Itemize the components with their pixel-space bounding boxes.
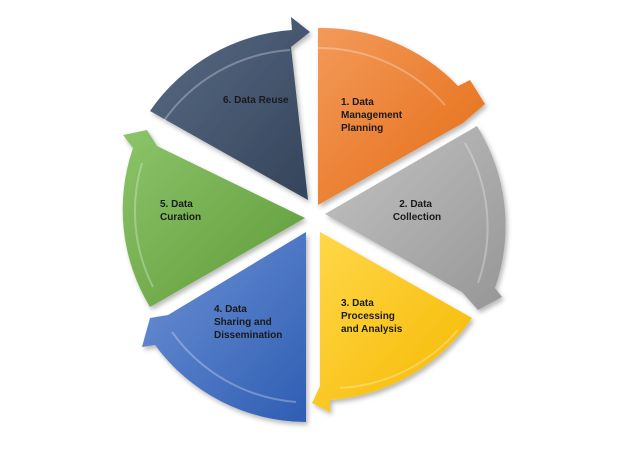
stage-6-line-1: 6. Data Reuse bbox=[223, 95, 289, 106]
stage-2-line-1: 2. Data bbox=[399, 199, 432, 210]
stage-1-line-3: Planning bbox=[341, 123, 383, 134]
stage-1-line-2: Management bbox=[341, 110, 403, 121]
stage-1-line-1: 1. Data bbox=[341, 97, 374, 108]
stage-5-segment: 5. Data Curation bbox=[122, 130, 305, 307]
stage-4-label: 4. Data Sharing and Dissemination bbox=[214, 304, 282, 341]
stage-3-line-1: 3. Data bbox=[341, 298, 374, 309]
stage-3-segment: 3. Data Processing and Analysis bbox=[312, 232, 472, 412]
stage-2-segment: 2. Data Collection bbox=[325, 126, 506, 310]
stage-3-line-2: Processing bbox=[341, 311, 395, 322]
stage-5-label: 5. Data Curation bbox=[160, 199, 201, 223]
stage-1-segment: 1. Data Management Planning bbox=[317, 27, 485, 205]
stage-4-line-2: Sharing and bbox=[214, 317, 272, 328]
stage-3-label: 3. Data Processing and Analysis bbox=[341, 298, 403, 335]
stage-6-label: 6. Data Reuse bbox=[223, 95, 289, 106]
stage-4-line-3: Dissemination bbox=[214, 330, 282, 341]
stage-6-segment: 6. Data Reuse bbox=[150, 17, 310, 200]
stage-2-line-2: Collection bbox=[393, 212, 441, 223]
stage-4-segment: 4. Data Sharing and Dissemination bbox=[142, 232, 306, 422]
stage-1-label: 1. Data Management Planning bbox=[341, 97, 405, 134]
stage-2-label: 2. Data Collection bbox=[393, 199, 441, 223]
stage-5-line-1: 5. Data bbox=[160, 199, 193, 210]
stage-4-line-1: 4. Data bbox=[214, 304, 247, 315]
stage-5-line-2: Curation bbox=[160, 212, 201, 223]
stage-3-line-3: and Analysis bbox=[341, 324, 403, 335]
